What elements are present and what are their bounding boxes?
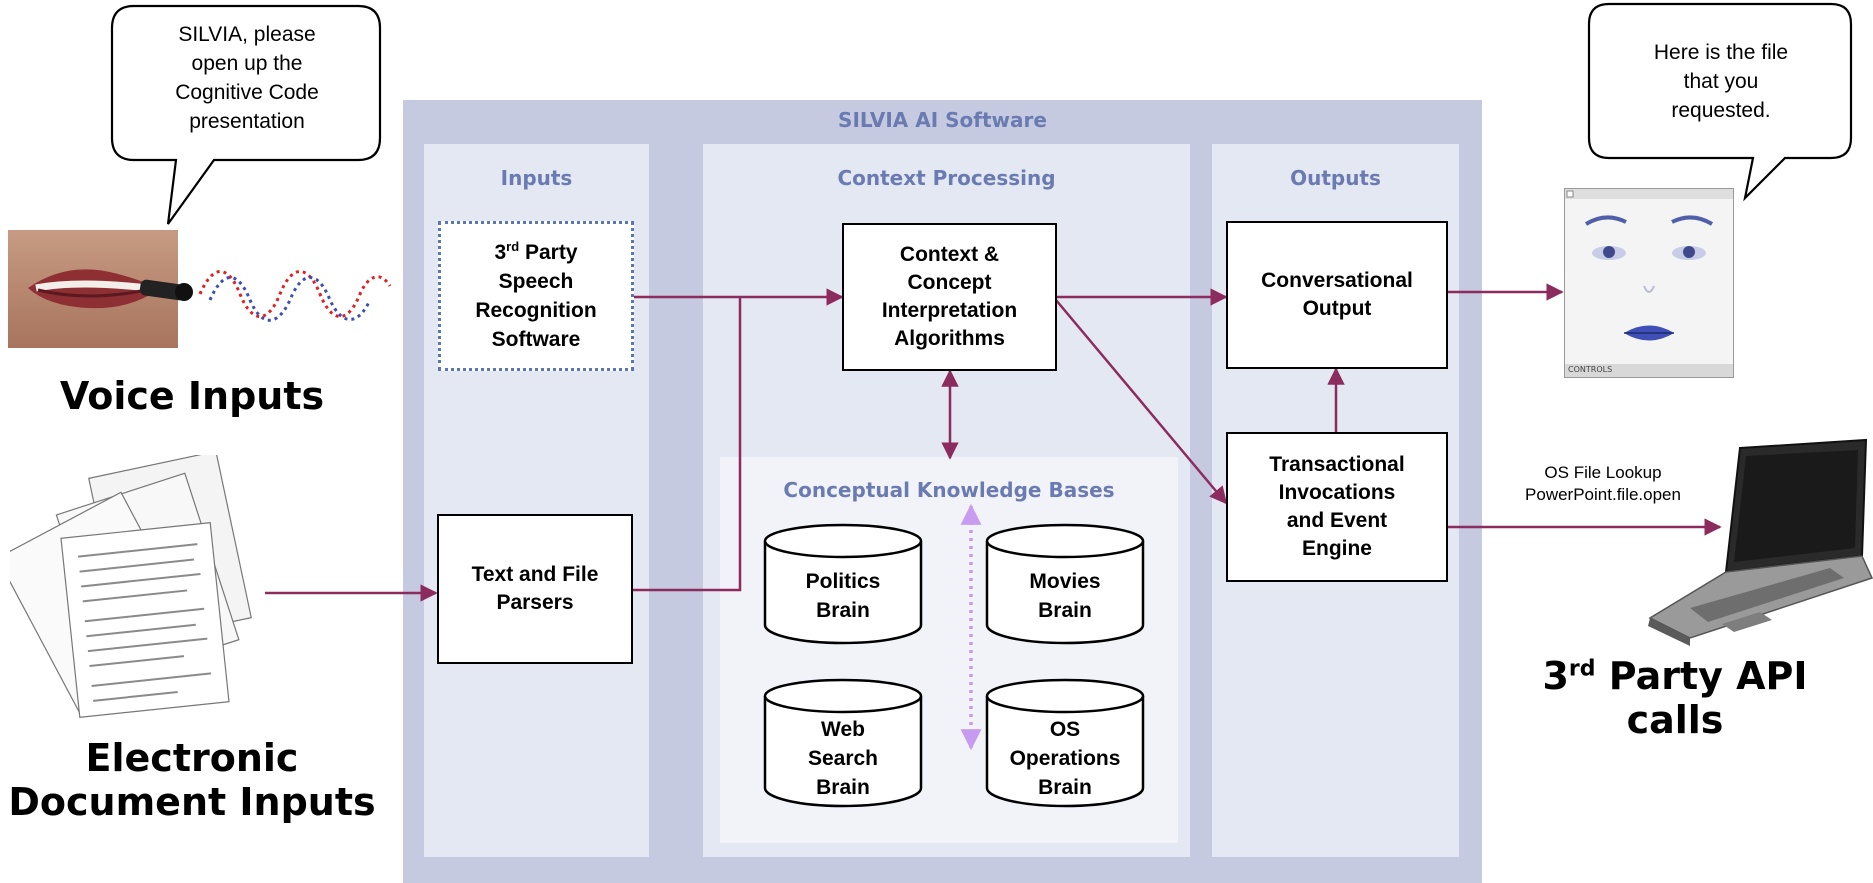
knowledge-bases-header: Conceptual Knowledge Bases [783,478,1115,502]
speech-recognition-box: 3rd Party Speech Recognition Software [438,221,634,371]
context-concept-box: Context & Concept Interpretation Algorit… [842,223,1057,371]
third-party-api-calls-label: 3rd Party API calls [1542,654,1808,742]
web-search-brain-cylinder [763,678,923,808]
electronic-document-inputs-label: Electronic Document Inputs [8,736,376,824]
os-file-lookup-annotation: OS File Lookup PowerPoint.file.open [1525,463,1681,504]
silvia-speech-bubble-text: Here is the file that you requested. [1653,41,1789,122]
laptop-image [1648,438,1873,646]
politics-brain-cylinder [763,523,923,645]
silvia-face-window [1564,188,1734,378]
user-speech-bubble-text: SILVIA, please open up the Cognitive Cod… [175,23,319,133]
text-file-parsers-box: Text and File Parsers [437,514,633,664]
outputs-header: Outputs [1290,166,1381,190]
documents-image [10,455,252,719]
arrow-context-to-transactional [1055,299,1228,505]
transactional-engine-box: Transactional Invocations and Event Engi… [1226,432,1448,582]
sound-wave-icon [198,270,392,322]
user-speech-bubble-shape [110,4,382,225]
face-controls-label: CONTROLS [1568,365,1613,374]
software-title: SILVIA AI Software [838,108,1047,132]
inputs-header: Inputs [500,166,573,190]
os-operations-brain-cylinder [985,678,1145,808]
conversational-output-box: Conversational Output [1226,221,1448,369]
voice-inputs-label: Voice Inputs [59,374,325,418]
mouth-microphone-image [8,230,193,348]
silvia-speech-bubble-shape [1587,2,1853,202]
context-processing-header: Context Processing [837,166,1056,190]
movies-brain-cylinder [985,523,1145,645]
arrow-parsers-to-context [633,297,742,592]
